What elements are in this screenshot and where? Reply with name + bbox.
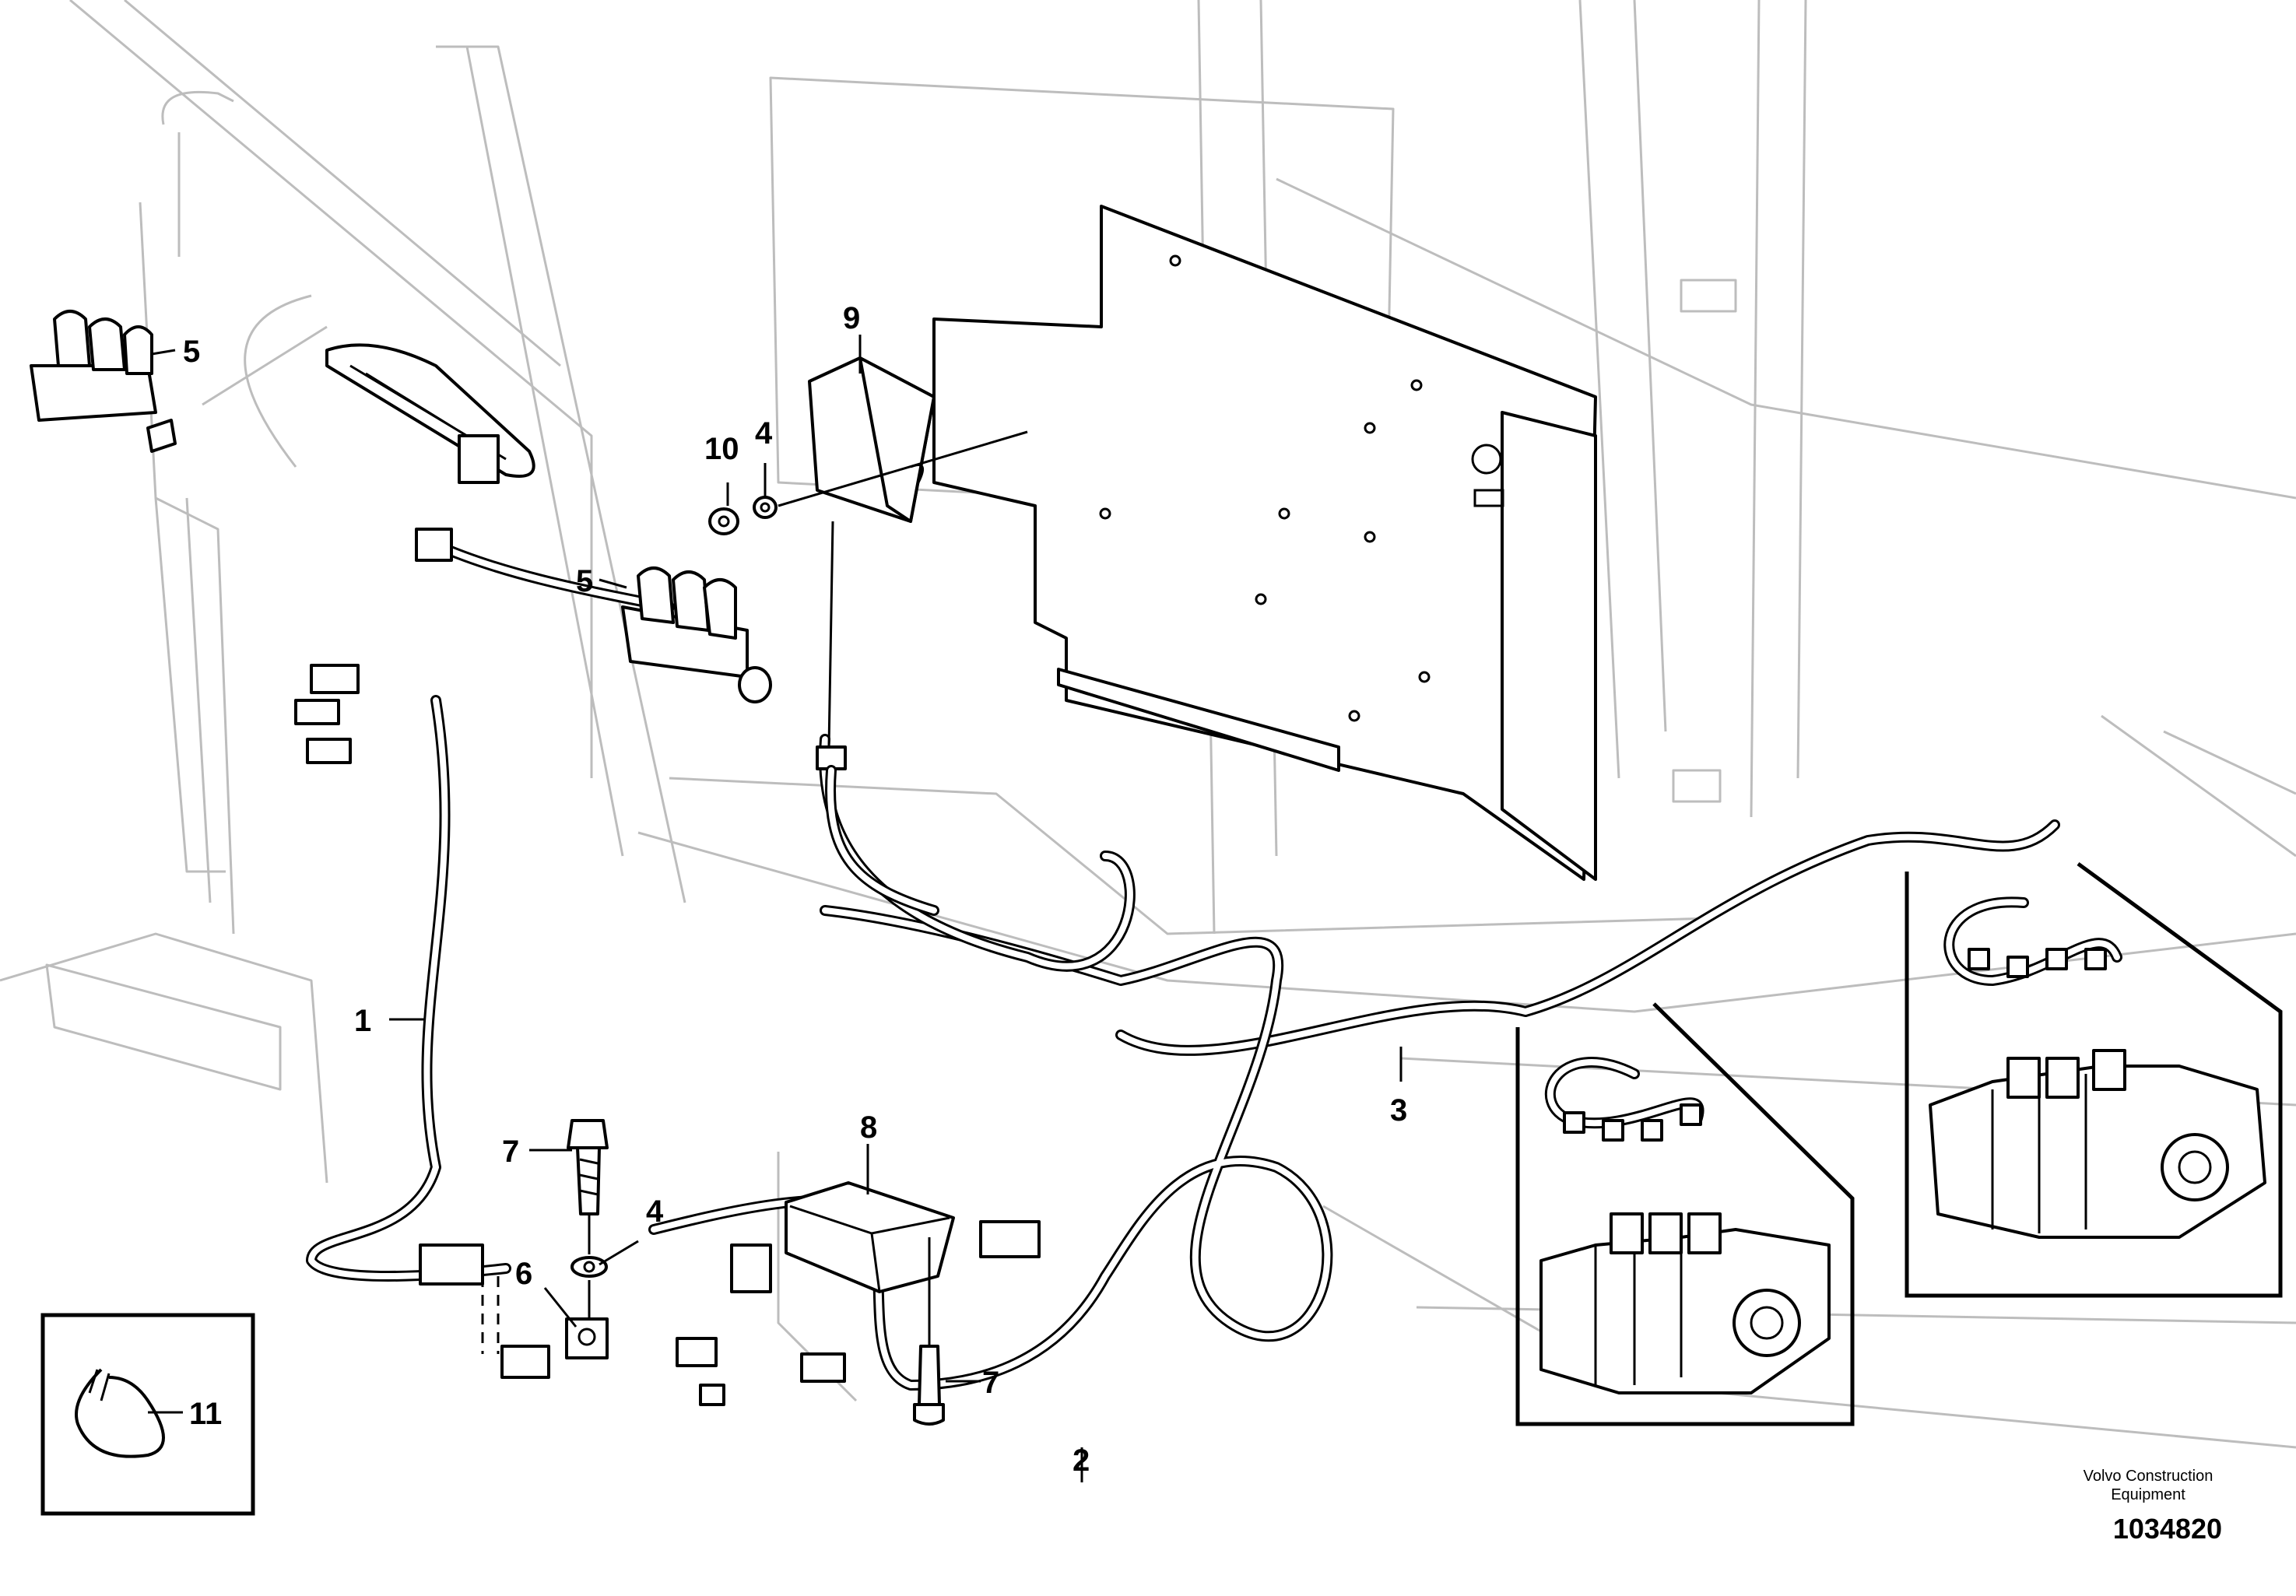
drawing-number: 1034820 [2112,1513,2222,1545]
bracket-6 [565,1317,609,1359]
washer-4-lower [570,1214,608,1319]
callout-5-upper: 5 [183,335,200,369]
cab-structure-background [0,0,2296,1449]
harness-1 [306,539,675,1354]
callout-11: 11 [189,1397,222,1431]
ecu-9 [778,356,1028,916]
callout-7-right: 7 [982,1366,999,1400]
callout-2: 2 [1073,1443,1090,1478]
cable-tie-11-inset [40,1313,255,1516]
callout-1: 1 [354,1004,371,1038]
bolt-7-right [913,1237,945,1426]
harness-1-connectors [294,528,550,1379]
harness-3 [1115,819,2060,1056]
mounting-plate [932,205,1597,881]
callout-4-lower: 4 [646,1194,664,1229]
callout-leaders [148,335,1403,1482]
valve-inset-right [1905,861,2283,1298]
callout-3: 3 [1390,1093,1407,1128]
brand-subline: Equipment [2111,1486,2185,1503]
callout-labels: 5 5 9 10 4 1 7 4 6 8 7 2 3 11 [183,301,1407,1478]
junction-box-8 [676,1181,1041,1406]
callout-5-middle: 5 [576,564,593,598]
washer-4-upper [753,496,778,519]
switch-5-upper [30,310,177,453]
callout-7-left: 7 [502,1135,519,1169]
callout-10: 10 [704,432,739,466]
brand-name: Volvo Construction [2083,1468,2213,1485]
callout-8: 8 [860,1110,877,1145]
pedal-plate [325,343,535,484]
callout-6: 6 [515,1257,532,1291]
bolt-7-left [567,1119,609,1215]
callout-9: 9 [843,301,860,335]
nut-10 [708,507,739,535]
switch-5-middle [621,566,772,703]
callout-4-upper: 4 [755,416,773,451]
valve-inset-left [1515,1002,1855,1426]
